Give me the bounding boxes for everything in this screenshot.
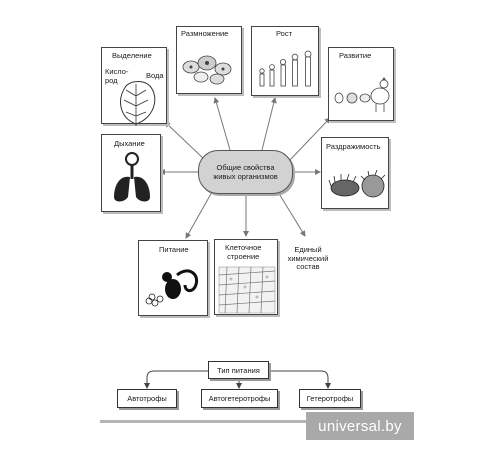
cellular-title-line2: строение <box>227 251 260 261</box>
reproduction-title: Размножение <box>181 29 229 38</box>
bottom-rule <box>100 420 390 423</box>
development-title: Развитие <box>339 51 372 60</box>
autoheterotrophs-box: Автогетеротрофы <box>201 389 278 408</box>
nutrition-title: Питание <box>159 245 189 254</box>
central-node-line2: живых организмов <box>213 172 278 181</box>
autoheterotrophs-label: Автогетеротрофы <box>208 394 271 403</box>
central-node-text: Общие свойства живых организмов <box>213 163 278 182</box>
oxygen-label-line1: Кисло- <box>105 67 129 76</box>
irritability-box: Раздражимость <box>321 137 389 209</box>
central-node: Общие свойства живых организмов <box>198 150 293 194</box>
frog-eggs-icon <box>182 55 232 85</box>
leaf-icon <box>120 81 156 126</box>
reproduction-box: Размножение <box>176 26 242 94</box>
excretion-title: Выделение <box>112 51 152 60</box>
cells-icon <box>218 266 276 314</box>
excretion-box: Выделение Кисло- род Вода <box>101 47 167 126</box>
oxygen-label-line2: род <box>105 75 118 85</box>
breathing-box: Дыхание <box>101 134 161 212</box>
squirrel-icon <box>145 269 198 307</box>
growth-box: Рост <box>251 26 319 96</box>
arrow-to-excretion <box>164 121 206 161</box>
oxygen-label: Кисло- род <box>105 67 129 85</box>
bracket-line <box>146 370 208 386</box>
human-growth-icon <box>259 50 312 87</box>
autotrophs-box: Автотрофы <box>117 389 177 408</box>
nutrition-type-title: Тип питания <box>208 361 269 379</box>
development-box: Развитие <box>328 47 394 121</box>
breathing-title: Дыхание <box>114 139 145 148</box>
lungs-icon <box>114 152 150 202</box>
chemical-line3: состав <box>296 262 320 272</box>
nutrition-type-title-text: Тип питания <box>217 365 260 375</box>
water-label: Вода <box>146 71 164 80</box>
watermark: universal.by <box>306 412 414 440</box>
cellular-title-line1: Клеточное <box>225 243 262 252</box>
irritability-title: Раздражимость <box>326 142 381 151</box>
chicken-development-icon <box>334 77 390 112</box>
autotrophs-label: Автотрофы <box>127 394 167 403</box>
arrow-to-development <box>289 117 331 161</box>
arrow-to-growth <box>261 97 277 151</box>
heterotrophs-label: Гетеротрофы <box>306 394 354 403</box>
cellular-box: Клеточное строение <box>214 239 278 315</box>
arrow-to-chemical <box>277 191 306 237</box>
arrow-to-nutrition <box>185 191 213 239</box>
chemical-line1: Единый <box>294 245 322 254</box>
chemical-composition-label: Единый химический состав <box>282 245 334 272</box>
arrow-to-reproduction <box>213 97 231 151</box>
chemical-line2: химический <box>287 253 329 263</box>
nutrition-box: Питание <box>138 240 208 316</box>
central-node-line1: Общие свойства <box>216 162 275 172</box>
cellular-title: Клеточное строение <box>225 243 262 261</box>
growth-title: Рост <box>276 29 293 38</box>
heterotrophs-box: Гетеротрофы <box>299 389 361 408</box>
hedgehog-icon <box>328 169 386 198</box>
bracket-line-right <box>269 370 329 386</box>
